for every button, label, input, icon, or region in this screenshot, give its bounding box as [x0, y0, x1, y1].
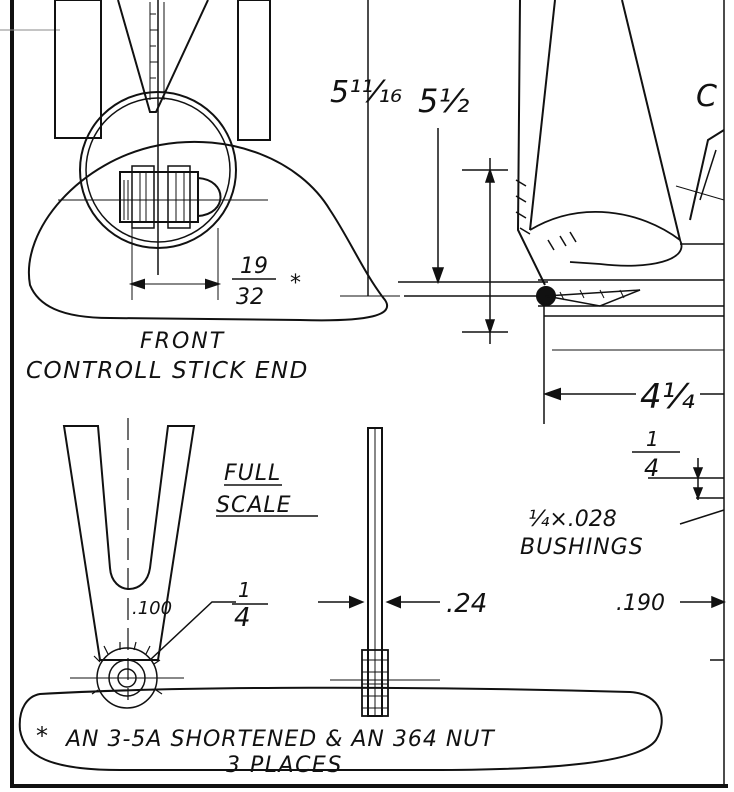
bushing-dims [632, 451, 726, 661]
dim-100: .100 [132, 598, 172, 619]
full-label: FULL [224, 461, 281, 486]
quarter-num-left: 1 [238, 578, 251, 602]
dim-asterisk: * [290, 271, 301, 296]
dim-4-1-4: 4¹⁄₄ [640, 377, 695, 417]
dim-19-denominator: 32 [236, 285, 264, 310]
dim-24: .24 [446, 589, 487, 619]
bushing-label: BUSHINGS [520, 535, 644, 560]
note-marker: * [36, 722, 48, 750]
fork-view [62, 418, 236, 709]
bushing-view [318, 427, 440, 717]
side-view [515, 0, 725, 424]
dim-19-numerator: 19 [240, 254, 268, 279]
note-line-1: AN 3-5A SHORTENED & AN 364 NUT [64, 727, 495, 752]
note-line-2: 3 PLACES [226, 753, 343, 778]
note-oval [18, 686, 663, 771]
dim-height-a: 5¹¹⁄₁₆ [330, 75, 402, 110]
bushing-spec: ¼×.028 [528, 507, 617, 532]
quarter-num-right: 1 [646, 427, 659, 451]
dim-190: .190 [616, 591, 665, 616]
front-label: FRONT [140, 329, 225, 354]
full-scale-underlines [216, 484, 318, 517]
front-stick-end-view [27, 0, 400, 322]
scale-label: SCALE [216, 493, 292, 518]
corner-letter: C [696, 79, 717, 114]
quarter-den-left: 4 [234, 603, 251, 633]
height-dimensions [367, 0, 548, 344]
dim-height-b: 5¹⁄₂ [418, 82, 470, 120]
front-sub-label: CONTROLL STICK END [26, 358, 309, 384]
quarter-den-right: 4 [644, 454, 659, 482]
